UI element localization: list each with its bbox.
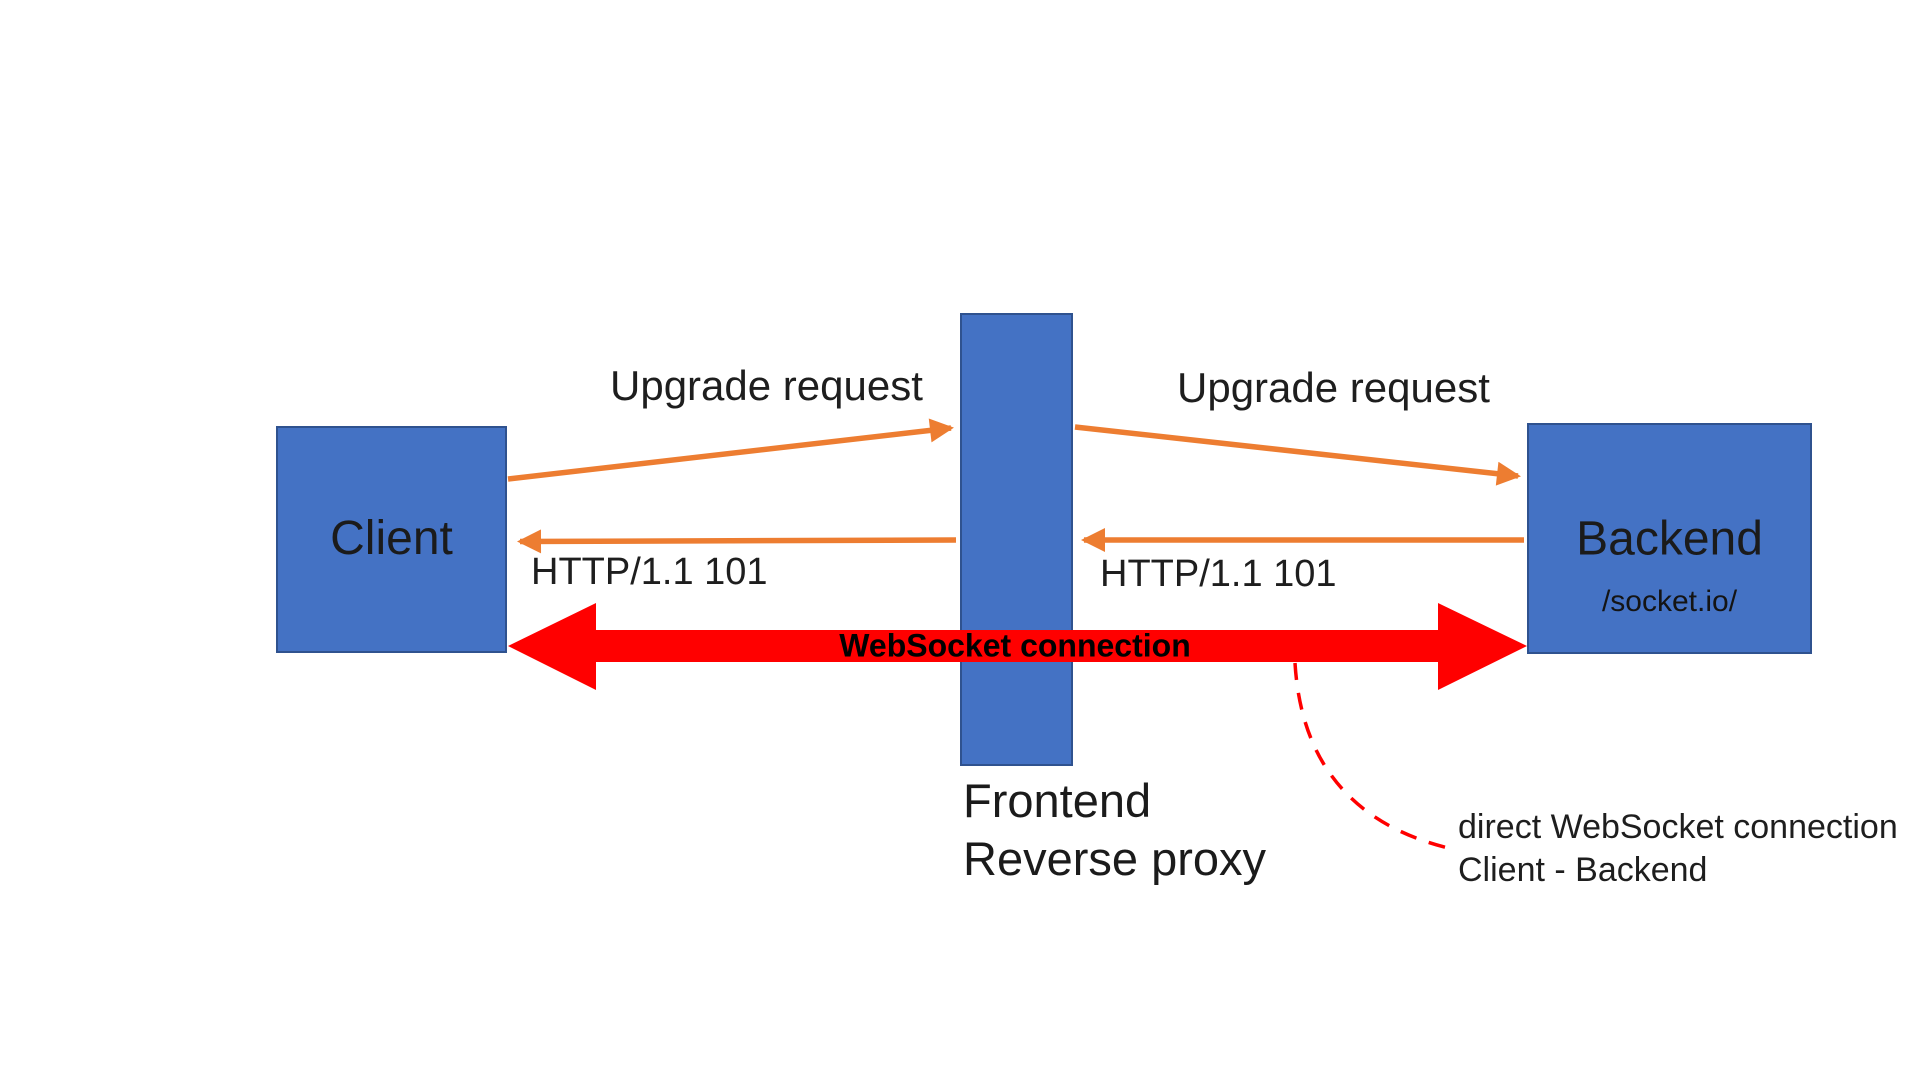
http-101-label-right: HTTP/1.1 101 (1100, 553, 1337, 595)
upgrade-request-arrow-right (1074, 424, 1521, 486)
upgrade-request-arrow-left (507, 418, 954, 482)
proxy-caption-line1: Frontend (963, 774, 1152, 827)
http-101-label-left: HTTP/1.1 101 (531, 551, 768, 593)
upgrade-request-label-right: Upgrade request (1177, 364, 1490, 411)
backend-path-label: /socket.io/ (1601, 585, 1738, 618)
backend-label: Backend (1576, 512, 1763, 566)
frontend-reverse-proxy-caption: Frontend Reverse proxy (963, 772, 1266, 888)
websocket-connection-arrow (508, 603, 1527, 690)
direct-connection-annotation: direct WebSocket connection Client - Bac… (1458, 806, 1898, 892)
proxy-caption-line2: Reverse proxy (963, 832, 1266, 885)
upgrade-request-label-left: Upgrade request (610, 362, 923, 409)
client-label: Client (330, 512, 453, 566)
client-node: Client (276, 426, 507, 653)
annotation-line2: Client - Backend (1458, 851, 1708, 889)
frontend-reverse-proxy-node (960, 313, 1073, 766)
websocket-connection-label: WebSocket connection (839, 627, 1191, 664)
http-101-arrow-left (517, 529, 957, 554)
annotation-line1: direct WebSocket connection (1458, 808, 1898, 846)
backend-node: Backend /socket.io/ (1527, 423, 1812, 654)
direct-connection-callout-curve (1293, 662, 1449, 850)
